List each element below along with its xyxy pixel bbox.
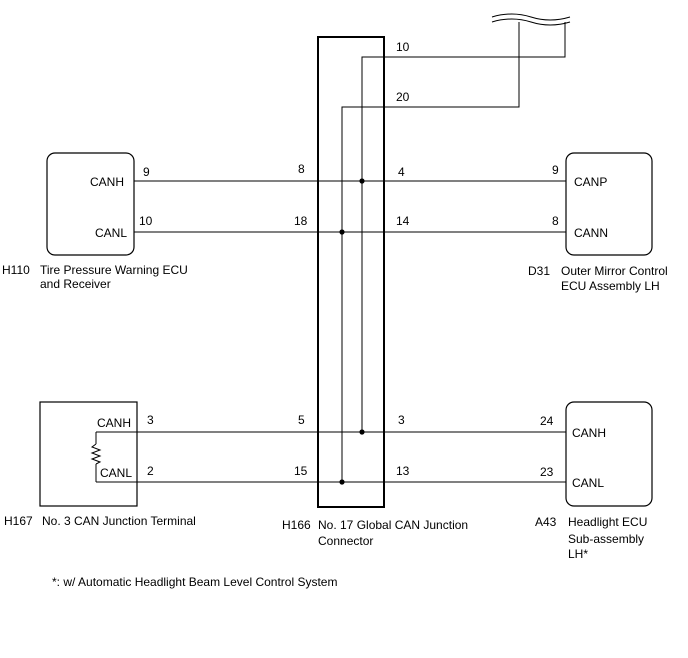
headlight-name-3: LH* [568,547,588,561]
mirror-canp-label: CANP [574,175,607,189]
mirror-cann-label: CANN [574,226,608,240]
tpms-ecu-box [46,152,135,256]
junction-pin-right: 3 [398,413,405,427]
wire-pin-10 [361,22,566,432]
junction-pin-right: 20 [396,90,410,104]
tpms-code: H110 [2,263,30,277]
terminal-canl-label: CANL [100,466,132,480]
mirror-code: D31 [528,264,550,278]
tpms-name-2: and Receiver [40,277,111,291]
tpms-canl-label: CANL [95,226,127,240]
junction-name-2: Connector [318,534,373,548]
junction-pin-right: 14 [396,214,410,228]
mirror-name-1: Outer Mirror Control [561,264,668,278]
junction-pin-left: 18 [294,214,308,228]
tpms-name-1: Tire Pressure Warning ECU [40,263,188,277]
terminal-pin-canl: 2 [147,464,154,478]
junction-pin-left: 15 [294,464,308,478]
junction-pin-left: 8 [298,162,305,176]
tpms-pin-canl: 10 [139,214,153,228]
wire-pin-20 [341,22,520,482]
can-terminal-box [39,401,138,507]
footnote: *: w/ Automatic Headlight Beam Level Con… [52,575,337,589]
terminal-code: H167 [4,514,33,528]
splice-dot [359,178,365,184]
junction-pin-right: 13 [396,464,410,478]
tpms-pin-canh: 9 [143,165,150,179]
mirror-ecu-box [565,152,653,256]
headlight-pin-canl: 23 [540,465,554,479]
junction-pin-right: 4 [398,165,405,179]
mirror-pin-canp: 9 [552,163,559,177]
junction-connector-box [317,36,385,508]
headlight-pin-canh: 24 [540,414,554,428]
termination-resistor-icon [90,431,137,483]
junction-name-1: No. 17 Global CAN Junction [318,518,468,532]
headlight-name-1: Headlight ECU [568,515,647,529]
junction-code: H166 [282,518,311,532]
terminal-name: No. 3 CAN Junction Terminal [42,514,196,528]
terminal-canh-label: CANH [97,416,131,430]
junction-pin-left: 5 [298,413,305,427]
tpms-canh-label: CANH [90,175,124,189]
wire-break-symbol [491,13,571,26]
mirror-name-2: ECU Assembly LH [561,279,660,293]
headlight-ecu-box [565,401,653,507]
splice-dot [339,479,345,485]
headlight-code: A43 [535,515,557,529]
junction-pin-right: 10 [396,40,410,54]
headlight-canl-label: CANL [572,476,604,490]
splice-dot [339,229,345,235]
terminal-pin-canh: 3 [147,413,154,427]
mirror-pin-cann: 8 [552,214,559,228]
splice-dot [359,429,365,435]
headlight-name-2: Sub-assembly [568,532,644,546]
headlight-canh-label: CANH [572,426,606,440]
